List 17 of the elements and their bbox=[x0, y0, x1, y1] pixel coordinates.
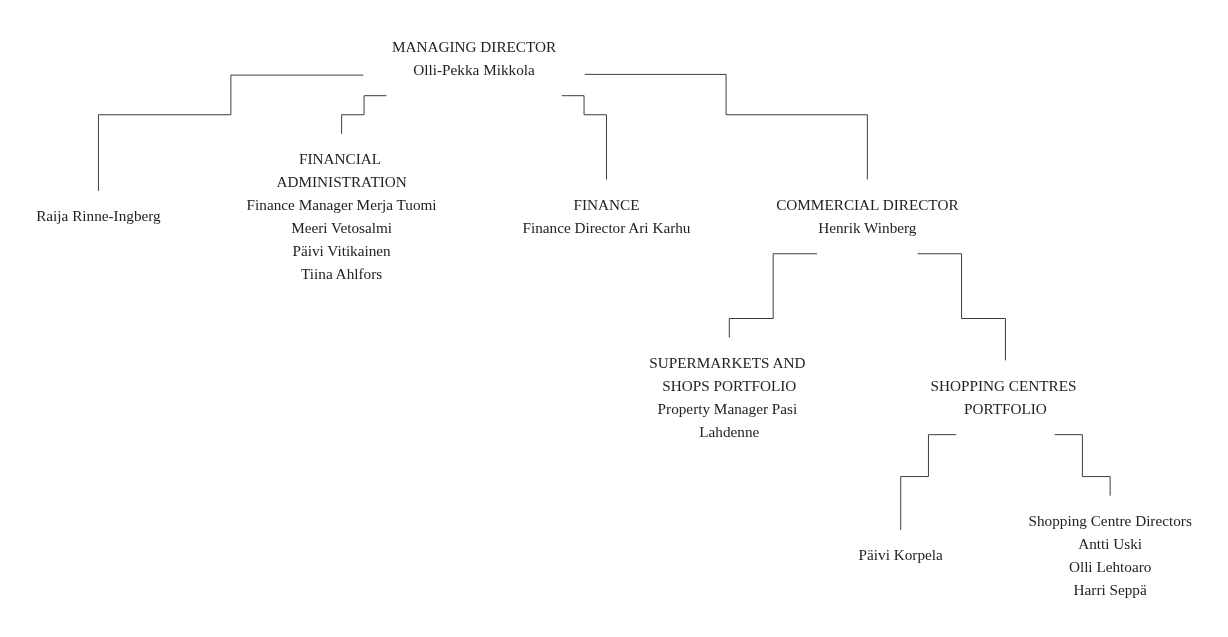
node-text: MANAGING DIRECTOR Olli-Pekka Mikkola bbox=[391, 38, 557, 78]
node-text: Shopping Centre Directors Antti Uski Olli Lehtoaro Harri Seppä bbox=[1028, 512, 1192, 598]
node-text: SUPERMARKETS AND SHOPS PORTFOLIO Property Manager Pasi Lahdenne bbox=[649, 354, 806, 440]
node-text: FINANCIAL ADMINISTRATION Finance Manager Merja Tuomi Meeri Vetosalmi Päivi Vitikainen Tiina Ahlfors bbox=[246, 150, 437, 282]
connector bbox=[917, 253, 1006, 361]
node-text: SHOPPING CENTRES PORTFOLIO bbox=[930, 377, 1077, 417]
connector bbox=[97, 74, 364, 192]
connector bbox=[900, 434, 957, 531]
node-text: COMMERCIAL DIRECTOR Henrik Winberg bbox=[776, 196, 959, 236]
connector bbox=[728, 253, 818, 338]
connector bbox=[584, 73, 868, 180]
connector bbox=[341, 95, 387, 135]
node-text: Raija Rinne-Ingberg bbox=[36, 208, 161, 225]
node-text: FINANCE Finance Director Ari Karhu bbox=[522, 196, 691, 236]
connector bbox=[561, 95, 607, 180]
connector bbox=[1054, 434, 1111, 497]
node-text: Päivi Korpela bbox=[858, 547, 943, 564]
